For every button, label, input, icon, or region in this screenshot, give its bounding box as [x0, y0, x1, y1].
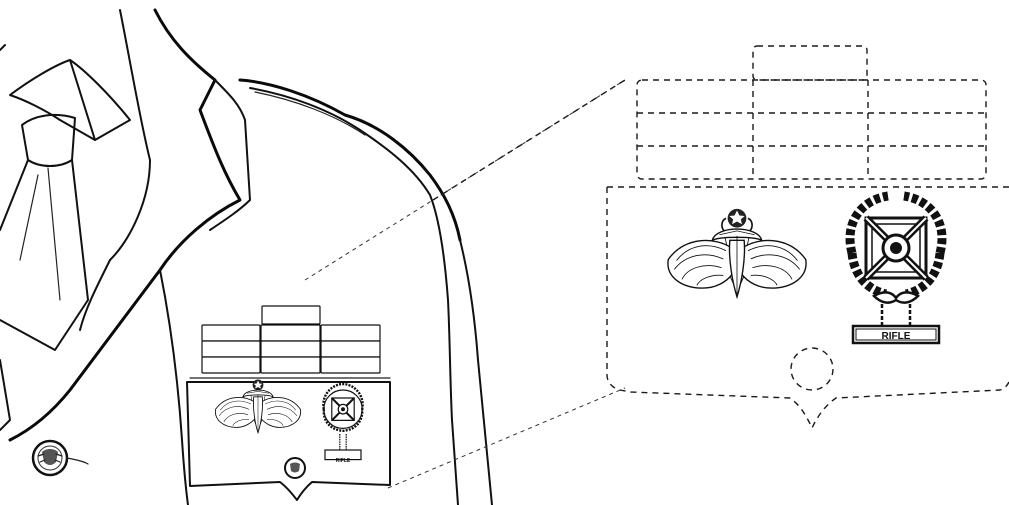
uniform-button: [33, 441, 67, 475]
parachutist-badge-small: [215, 380, 300, 433]
tie-knot: [22, 115, 75, 166]
rifle-bar-label-small: RIFLE: [336, 458, 351, 464]
enlarged-view: RIFLE: [607, 46, 1009, 428]
rifle-bar-label-large: RIFLE: [882, 331, 911, 342]
jacket-shoulder: [240, 80, 460, 240]
jacket-front-edge: [160, 270, 188, 505]
marksmanship-badge-small: [323, 384, 362, 460]
jacket-illustration: RIFLE: [0, 10, 492, 505]
pocket-button-small: [285, 458, 305, 478]
shoulder-seam: [250, 88, 458, 505]
tie: [0, 160, 88, 350]
jacket-lapel-left: [0, 45, 10, 430]
pocket-flap-large: [607, 187, 1009, 428]
jacket-lapel: [10, 10, 240, 440]
parachutist-badge-large: [668, 209, 806, 297]
pocket-button-large: [791, 348, 833, 390]
ribbon-rack-large: [637, 46, 986, 179]
sleeve-edge: [460, 240, 492, 505]
marksmanship-badge-large: [850, 196, 942, 343]
ribbon-rack-small: [202, 306, 380, 373]
